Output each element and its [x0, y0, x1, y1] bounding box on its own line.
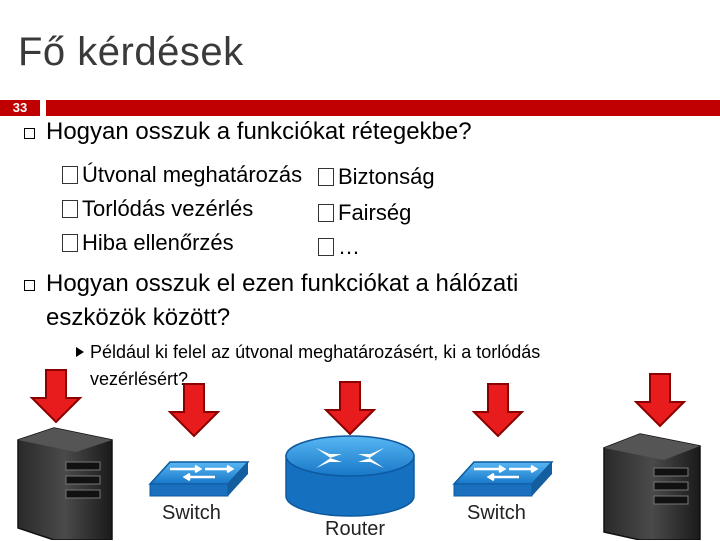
server-left-icon	[17, 427, 113, 540]
example-line-1: Például ki felel az útvonal meghatározás…	[90, 342, 541, 362]
missing-glyph-icon	[318, 168, 334, 186]
missing-glyph-icon	[318, 204, 334, 222]
sub-item-routing: Útvonal meghatározás	[62, 162, 302, 188]
title-divider-bar: 33	[0, 100, 720, 116]
sub-item-fairness: Fairség	[318, 200, 411, 226]
router-icon	[285, 435, 415, 517]
bullet-square-icon	[24, 280, 35, 291]
slide-title: Fő kérdések	[18, 30, 244, 74]
missing-glyph-icon	[318, 238, 334, 256]
router-label: Router	[325, 518, 386, 540]
sub-item-security: Biztonság	[318, 164, 435, 190]
bullet-question-2-line2: eszközök között?	[46, 304, 231, 331]
bullet-square-icon	[24, 128, 35, 139]
sub-item-congestion: Torlódás vezérlés	[62, 196, 253, 222]
arrow-down-icon	[29, 369, 83, 424]
bullet-question-1: Hogyan osszuk a funkciókat rétegekbe?	[46, 118, 472, 145]
missing-glyph-icon	[62, 166, 78, 184]
switch-left-label: Switch	[162, 502, 221, 524]
switch-right-label: Switch	[467, 502, 526, 524]
arrow-down-icon	[323, 381, 377, 436]
slide-number: 33	[0, 100, 40, 116]
bullet-question-2-line1: Hogyan osszuk el ezen funkciókat a hálóz…	[46, 270, 519, 297]
switch-right-icon	[452, 461, 554, 497]
example-line-2: vezérlésért?	[90, 369, 189, 389]
sub-item-error-check: Hiba ellenőrzés	[62, 230, 234, 256]
sub-item-ellipsis: …	[318, 234, 360, 260]
triangle-bullet-icon	[76, 347, 84, 357]
server-right-icon	[603, 433, 701, 540]
divider-stripe	[40, 100, 46, 116]
arrow-down-icon	[167, 383, 221, 438]
switch-left-icon	[148, 461, 250, 497]
arrow-down-icon	[633, 373, 687, 428]
missing-glyph-icon	[62, 234, 78, 252]
arrow-down-icon	[471, 383, 525, 438]
missing-glyph-icon	[62, 200, 78, 218]
